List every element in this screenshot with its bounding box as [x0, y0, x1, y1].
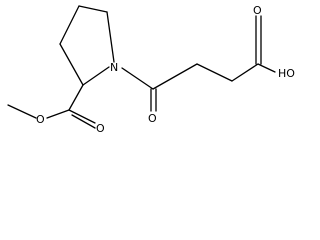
pyrrolidine-ring — [59, 5, 115, 86]
acyl-chain — [121, 15, 276, 112]
acid-hydroxyl-label: HO — [278, 67, 295, 80]
ring-bond-n-c2 — [82, 66, 110, 86]
ester-ether-bond — [46, 109, 70, 119]
ester-carbon-bond — [68, 84, 84, 111]
ester-ether-oxygen-label: O — [36, 113, 45, 126]
ring-bond-c2-c3 — [59, 43, 84, 86]
ester-carbonyl-double-bond-a — [68, 109, 96, 124]
acid-hydroxyl-bond — [257, 63, 276, 73]
ester-carbonyl-oxygen-label: O — [96, 122, 105, 135]
ketone-oxygen-label: O — [148, 112, 157, 125]
ring-bond-c3-c4 — [59, 5, 80, 45]
ester-carbonyl-double-bond-b — [71, 114, 96, 129]
chain-bond-1 — [152, 63, 198, 90]
ring-bond-c5-n — [106, 11, 115, 63]
chemical-structure: N O O O O HO — [7, 4, 295, 135]
acid-carbonyl-oxygen-label: O — [253, 4, 262, 17]
methoxy-methyl-bond — [7, 104, 37, 119]
ring-nitrogen-label: N — [110, 61, 118, 74]
n-acyl-bond — [121, 67, 154, 90]
chain-bond-2 — [196, 63, 233, 82]
chain-bond-3 — [231, 63, 259, 82]
methyl-ester-group — [7, 84, 96, 129]
ring-bond-c4-c5 — [78, 5, 108, 13]
